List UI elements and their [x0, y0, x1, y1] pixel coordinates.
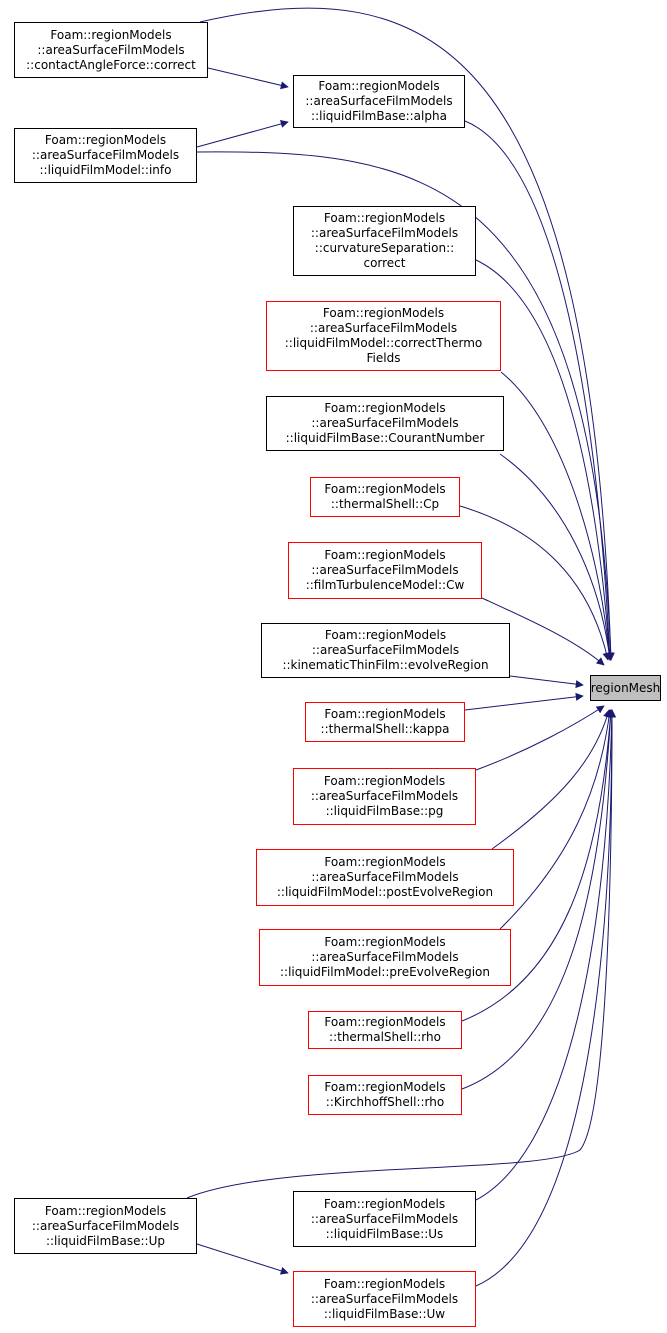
- node-label: Foam::regionModels ::areaSurfaceFilmMode…: [279, 935, 491, 979]
- edge-liquidFilmBase-alpha-to-regionMesh: [464, 120, 614, 661]
- node-filmTurbulenceModel-Cw[interactable]: Foam::regionModels ::areaSurfaceFilmMode…: [288, 542, 482, 599]
- edge-liquidFilmBase-Uw-to-regionMesh: [475, 709, 616, 1287]
- node-KirchhoffShell-rho[interactable]: Foam::regionModels ::KirchhoffShell::rho: [308, 1075, 462, 1115]
- node-label-regionMesh: regionMesh: [590, 680, 661, 695]
- node-liquidFilmBase-CourantNumber[interactable]: Foam::regionModels ::areaSurfaceFilmMode…: [266, 396, 504, 451]
- node-liquidFilmModel-postEvolveRegion[interactable]: Foam::regionModels ::areaSurfaceFilmMode…: [256, 849, 514, 906]
- node-kinematicThinFilm-evolveRegion[interactable]: Foam::regionModels ::areaSurfaceFilmMode…: [261, 623, 510, 678]
- edge-liquidFilmBase-Up-to-regionMesh: [186, 709, 616, 1199]
- node-label: Foam::regionModels ::thermalShell::Cp: [324, 482, 446, 511]
- edge-liquidFilmModel-correctThermoFields-to-regionMesh: [500, 371, 614, 661]
- node-label: Foam::regionModels ::areaSurfaceFilmMode…: [310, 211, 459, 270]
- node-contactAngleForce-correct[interactable]: Foam::regionModels ::areaSurfaceFilmMode…: [14, 22, 208, 78]
- edge-thermalShell-rho-to-regionMesh: [461, 709, 615, 1022]
- node-thermalShell-Cp[interactable]: Foam::regionModels ::thermalShell::Cp: [310, 477, 460, 517]
- edge-liquidFilmModel-info-to-regionMesh: [196, 151, 615, 661]
- node-liquidFilmBase-alpha[interactable]: Foam::regionModels ::areaSurfaceFilmMode…: [293, 75, 465, 128]
- node-label: Foam::regionModels ::areaSurfaceFilmMode…: [285, 401, 485, 445]
- node-label: Foam::regionModels ::areaSurfaceFilmMode…: [305, 79, 453, 123]
- node-label: Foam::regionModels ::areaSurfaceFilmMode…: [310, 1196, 459, 1241]
- edge-thermalShell-Cp-to-regionMesh: [459, 505, 611, 661]
- edge-liquidFilmBase-Up-to-liquidFilmBase-Uw: [196, 1243, 289, 1275]
- edge-liquidFilmBase-Us-to-regionMesh: [475, 709, 616, 1201]
- node-label: Foam::regionModels ::KirchhoffShell::rho: [324, 1080, 446, 1109]
- edge-contactAngleForce-correct-to-liquidFilmBase-alpha: [207, 67, 289, 90]
- node-liquidFilmModel-info[interactable]: Foam::regionModels ::areaSurfaceFilmMode…: [14, 128, 197, 183]
- node-label: Foam::regionModels ::areaSurfaceFilmMode…: [284, 306, 483, 365]
- node-label: Foam::regionModels ::areaSurfaceFilmMode…: [26, 27, 196, 72]
- node-label: Foam::regionModels ::thermalShell::rho: [324, 1015, 446, 1044]
- edge-thermalShell-kappa-to-regionMesh: [464, 692, 584, 711]
- node-label: Foam::regionModels ::areaSurfaceFilmMode…: [305, 548, 465, 592]
- node-regionMesh: regionMesh: [590, 675, 661, 701]
- node-label: Foam::regionModels ::thermalShell::kappa: [320, 707, 450, 736]
- node-label: Foam::regionModels ::areaSurfaceFilmMode…: [31, 133, 180, 177]
- node-label: Foam::regionModels ::areaSurfaceFilmMode…: [276, 855, 494, 899]
- node-thermalShell-kappa[interactable]: Foam::regionModels ::thermalShell::kappa: [305, 702, 465, 742]
- edge-liquidFilmBase-CourantNumber-to-regionMesh: [499, 453, 614, 661]
- node-label: Foam::regionModels ::areaSurfaceFilmMode…: [282, 628, 489, 672]
- edge-curvatureSeparation-correct-to-regionMesh: [475, 259, 614, 661]
- node-curvatureSeparation-correct[interactable]: Foam::regionModels ::areaSurfaceFilmMode…: [293, 206, 476, 276]
- node-thermalShell-rho[interactable]: Foam::regionModels ::thermalShell::rho: [308, 1011, 462, 1049]
- edge-liquidFilmModel-info-to-liquidFilmBase-alpha: [196, 120, 289, 148]
- node-liquidFilmModel-preEvolveRegion[interactable]: Foam::regionModels ::areaSurfaceFilmMode…: [259, 929, 511, 986]
- edge-kinematicThinFilm-evolveRegion-to-regionMesh: [509, 675, 584, 689]
- edge-contactAngleForce-correct-to-regionMesh: [199, 7, 615, 661]
- node-label: Foam::regionModels ::areaSurfaceFilmMode…: [310, 774, 459, 818]
- edge-liquidFilmModel-postEvolveRegion-to-regionMesh: [491, 709, 611, 850]
- edge-liquidFilmBase-pg-to-regionMesh: [475, 705, 605, 771]
- edge-KirchhoffShell-rho-to-regionMesh: [461, 709, 615, 1090]
- node-liquidFilmBase-Uw[interactable]: Foam::regionModels ::areaSurfaceFilmMode…: [293, 1271, 476, 1327]
- node-label: Foam::regionModels ::areaSurfaceFilmMode…: [310, 1276, 459, 1321]
- node-liquidFilmBase-pg[interactable]: Foam::regionModels ::areaSurfaceFilmMode…: [293, 768, 476, 825]
- edge-liquidFilmModel-preEvolveRegion-to-regionMesh: [499, 709, 614, 930]
- node-liquidFilmModel-correctThermoFields[interactable]: Foam::regionModels ::areaSurfaceFilmMode…: [266, 301, 501, 371]
- node-liquidFilmBase-Us[interactable]: Foam::regionModels ::areaSurfaceFilmMode…: [293, 1191, 476, 1247]
- node-liquidFilmBase-Up[interactable]: Foam::regionModels ::areaSurfaceFilmMode…: [14, 1198, 197, 1254]
- node-label: Foam::regionModels ::areaSurfaceFilmMode…: [31, 1203, 180, 1248]
- edge-filmTurbulenceModel-Cw-to-regionMesh: [481, 597, 605, 666]
